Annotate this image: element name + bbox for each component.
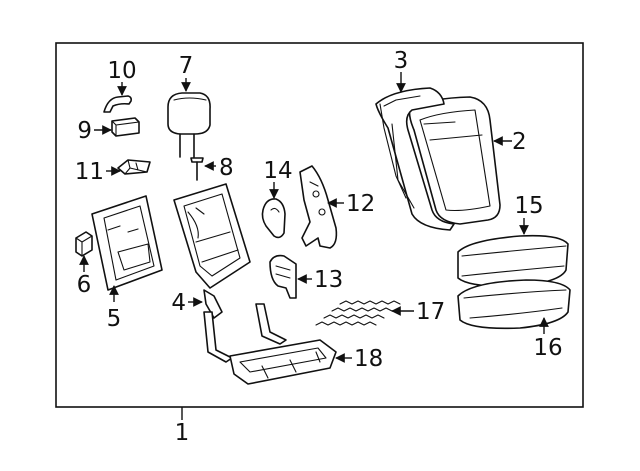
assembly-frame: [55, 42, 584, 408]
callout-14: 14: [263, 158, 292, 184]
callout-1: 1: [175, 420, 190, 446]
callout-15: 15: [514, 193, 543, 219]
callout-12: 12: [346, 191, 375, 217]
callout-11: 11: [75, 159, 104, 185]
part-12-side-bracket: [299, 165, 338, 249]
callout-4: 4: [171, 290, 186, 316]
part-14-trim-piece: [261, 198, 286, 239]
part-9-latch-block: [111, 117, 140, 137]
callout-17: 17: [416, 299, 445, 325]
callout-7: 7: [179, 53, 194, 79]
callout-8: 8: [219, 155, 234, 181]
part-4-seatback-frame: [173, 183, 251, 319]
part-7-headrest: [167, 92, 211, 158]
part-17-spring-mat: [315, 300, 401, 326]
part-13-cover: [269, 254, 297, 299]
callout-10: 10: [107, 58, 136, 84]
part-2-seatback-cushion: [408, 96, 501, 225]
part-8-guide-pin: [190, 157, 204, 181]
part-3-seatback-trim: [375, 87, 455, 231]
part-6-clip: [75, 231, 93, 257]
part-10-guide-clip: [103, 95, 132, 113]
part-15-seat-cushion: [457, 234, 569, 288]
callout-16: 16: [533, 335, 562, 361]
leader-lines: [79, 72, 549, 420]
callout-6: 6: [77, 272, 92, 298]
callout-3: 3: [394, 48, 409, 74]
callout-2: 2: [512, 129, 527, 155]
callout-13: 13: [314, 267, 343, 293]
callout-9: 9: [77, 118, 92, 144]
part-5-back-panel: [91, 195, 163, 291]
callout-5: 5: [107, 306, 122, 332]
part-18-seat-frame: [203, 303, 337, 385]
part-16-cushion-pad: [457, 279, 571, 330]
callout-numbers: 1 2 3 4 5 6 7 8 9 10 11 12 13 14 15 16 1…: [75, 48, 563, 446]
part-11-bracket: [117, 159, 151, 175]
callout-18: 18: [354, 346, 383, 372]
